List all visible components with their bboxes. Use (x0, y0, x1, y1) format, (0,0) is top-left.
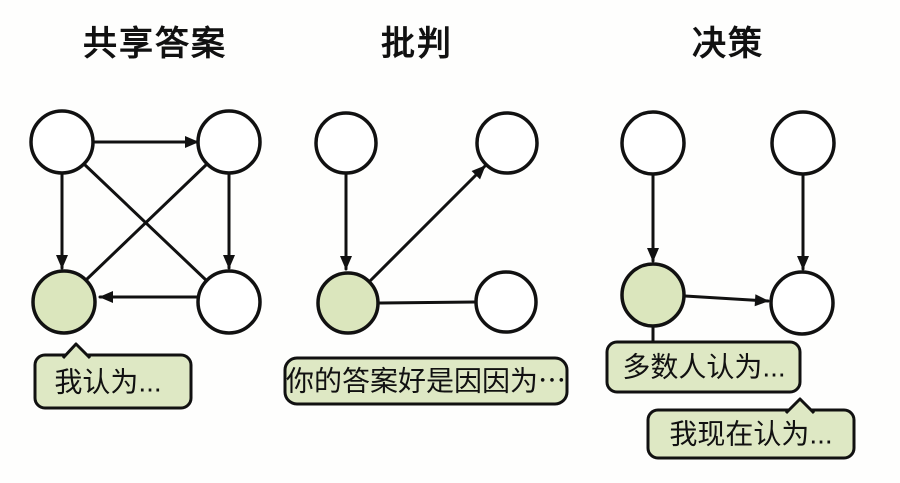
panel-title-share-answers: 共享答案 (83, 25, 227, 63)
edge-line (84, 162, 209, 282)
speech-bubble (605, 340, 802, 394)
agent-node-bottom-left-highlighted (31, 269, 97, 335)
speech-bubble (646, 408, 856, 460)
agent-node-bottom-right (196, 269, 262, 335)
speech-bubble-text: 我现在认为... (669, 419, 832, 450)
panel-share-answers: 我认为... (29, 109, 262, 410)
speech-bubble-text: 多数人认为... (622, 352, 785, 383)
speech-bubble-tail (61, 342, 92, 360)
speech-bubble-tail (784, 397, 816, 415)
agent-node-top-right (196, 109, 262, 175)
agent-node-bottom-right (769, 270, 835, 336)
speech-bubble (33, 353, 193, 410)
speech-bubble (283, 356, 569, 406)
agent-node-top-right (770, 110, 836, 176)
panel-title-critique: 批判 (381, 25, 453, 63)
agent-node-top-right (475, 111, 539, 175)
panel-decision: 多数人认为... 我现在认为... (605, 110, 856, 460)
edge-arrow (367, 164, 487, 284)
agent-node-top-left (620, 110, 686, 176)
edge-line (376, 300, 478, 305)
panel-title-decision: 决策 (692, 25, 764, 63)
agent-node-bottom-left-highlighted (316, 271, 380, 335)
agent-node-bottom-left-highlighted (620, 262, 686, 328)
agent-node-top-left (314, 111, 378, 175)
panel-critique: 你的答案好是因因为⋯ (283, 111, 569, 406)
agent-node-top-left (29, 109, 95, 175)
speech-bubble-text: 你的答案好是因因为⋯ (286, 366, 566, 397)
edge-arrow (683, 294, 770, 307)
speech-bubble-text: 我认为... (54, 367, 161, 398)
agent-node-bottom-right (474, 270, 538, 334)
